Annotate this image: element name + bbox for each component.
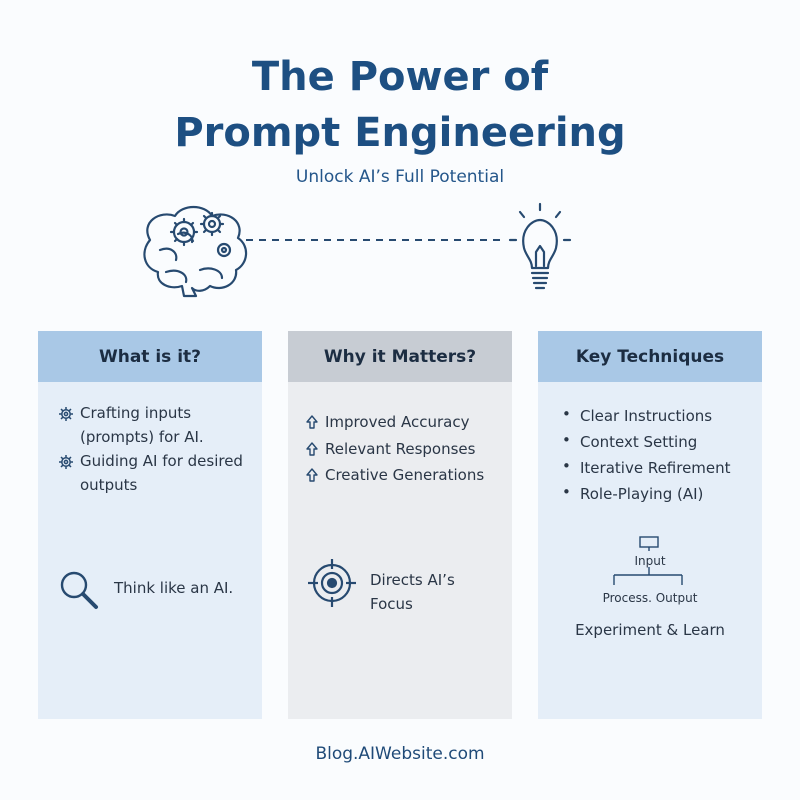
- list-item: Iterative Refirement: [580, 459, 731, 477]
- footer-site-link[interactable]: Blog.AIWebsite.com: [315, 744, 485, 764]
- list-item: Crafting inputs: [80, 404, 192, 422]
- card-header: Key Techniques: [538, 331, 762, 382]
- brain-gears-icon: [143, 205, 248, 298]
- diagram-label-process-output: Process. Output: [602, 591, 698, 605]
- list-item: Creative Generations: [325, 466, 485, 484]
- target-icon: [308, 559, 356, 607]
- bullet-dot: •: [562, 431, 571, 449]
- card-note: Experiment & Learn: [575, 621, 725, 639]
- list-item: Context Setting: [580, 433, 698, 451]
- diagram-label-input: Input: [634, 554, 666, 568]
- card-header: What is it?: [38, 331, 262, 382]
- page-subtitle: Unlock AI’s Full Potential: [295, 167, 505, 187]
- list-item: Clear Instructions: [580, 407, 713, 425]
- list-item-continued: (prompts) for AI.: [80, 428, 204, 446]
- card-what-is-it: What is it? Crafting inputs (prompts) fo…: [38, 331, 262, 719]
- arrow-up-icon: [306, 442, 318, 456]
- list-item: Guiding AI for desired: [80, 452, 243, 470]
- card-key-techniques: Key Techniques • Clear Instructions • Co…: [538, 331, 762, 719]
- list-item-continued: outputs: [80, 476, 138, 494]
- arrow-up-icon: [306, 415, 318, 429]
- list-item: Relevant Responses: [325, 440, 476, 458]
- magnifier-icon: [60, 571, 98, 609]
- bullet-dot: •: [562, 405, 571, 423]
- card-why-it-matters: Why it Matters? Improved Accuracy Releva…: [288, 331, 512, 719]
- gear-icon: [59, 455, 73, 469]
- hero-illustration: [143, 202, 572, 298]
- card-note-line-2: Focus: [370, 595, 413, 613]
- card-note: Think like an AI.: [114, 579, 234, 597]
- gear-icon: [59, 407, 73, 421]
- list-item: Role-Playing (AI): [580, 485, 704, 503]
- page-title-line-2: Prompt Engineering: [174, 110, 626, 156]
- bullet-dot: •: [562, 483, 571, 501]
- lightbulb-icon: [508, 202, 572, 290]
- card-note-line-1: Directs AI’s: [370, 571, 455, 589]
- arrow-up-icon: [306, 468, 318, 482]
- flow-diagram: [613, 536, 683, 585]
- page-title-line-1: The Power of: [251, 54, 549, 100]
- bullet-dot: •: [562, 457, 571, 475]
- list-item: Improved Accuracy: [325, 413, 470, 431]
- card-header: Why it Matters?: [288, 331, 512, 382]
